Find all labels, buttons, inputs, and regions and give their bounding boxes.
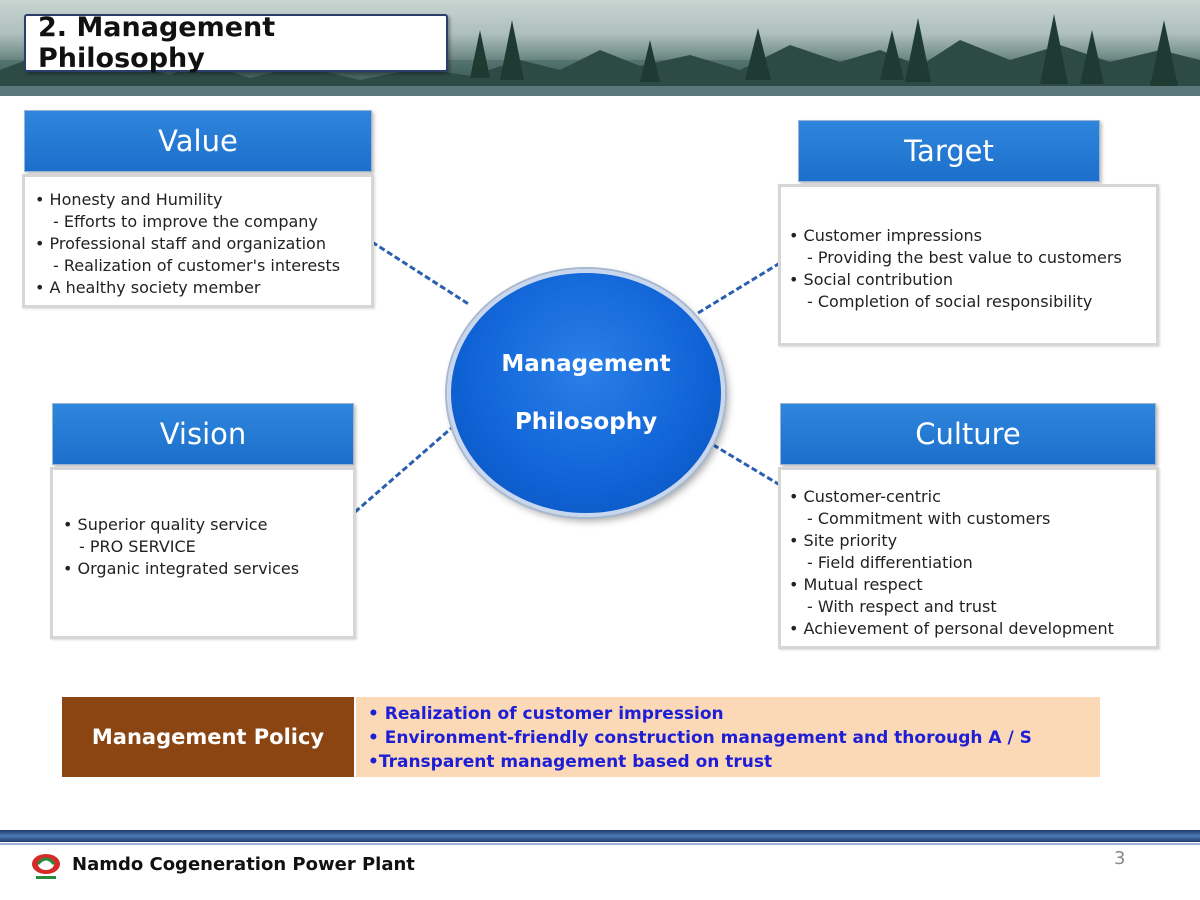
target-header: Target — [798, 120, 1100, 182]
culture-line: Site priority — [789, 530, 1156, 552]
management-policy-box: • Realization of customer impression • E… — [356, 697, 1100, 777]
footer-divider — [0, 843, 1200, 845]
company-logo-icon — [32, 854, 60, 879]
policy-item: • Environment-friendly construction mana… — [368, 728, 1032, 748]
target-line: Customer impressions — [789, 225, 1156, 247]
connector-value — [371, 240, 471, 307]
vision-box: Superior quality service - PRO SERVICE O… — [50, 467, 356, 639]
target-line: - Completion of social responsibility — [807, 292, 1093, 311]
page-title: 2. Management Philosophy — [38, 12, 276, 74]
page-number: 3 — [1114, 848, 1126, 869]
value-line: - Realization of customer's interests — [53, 256, 341, 275]
culture-box: Customer-centric - Commitment with custo… — [778, 467, 1159, 649]
culture-line: Customer-centric — [789, 486, 1156, 508]
culture-header: Culture — [780, 403, 1156, 465]
target-line: Social contribution — [789, 269, 1156, 291]
vision-line: Organic integrated services — [63, 558, 353, 580]
culture-line: - Field differentiation — [807, 553, 973, 572]
policy-item: • Realization of customer impression — [368, 704, 724, 724]
title-box: 2. Management Philosophy — [24, 12, 448, 74]
value-line: Honesty and Humility — [35, 189, 371, 211]
management-policy-label-text: Management Policy — [91, 725, 325, 749]
connector-culture — [704, 438, 781, 487]
header-banner: 2. Management Philosophy — [0, 0, 1200, 96]
culture-line: - With respect and trust — [807, 597, 997, 616]
landscape-image — [0, 14, 1200, 96]
vision-header-label: Vision — [159, 417, 247, 451]
value-header-label: Value — [158, 124, 238, 158]
value-line: A healthy society member — [35, 277, 371, 299]
center-label-line2: Philosophy — [514, 409, 658, 435]
policy-item: •Transparent management based on trust — [368, 752, 773, 772]
culture-line: Mutual respect — [789, 574, 1156, 596]
culture-line: - Commitment with customers — [807, 509, 1051, 528]
company-name: Namdo Cogeneration Power Plant — [72, 854, 415, 875]
target-line: - Providing the best value to customers — [807, 248, 1122, 267]
connector-vision — [354, 416, 464, 514]
value-header: Value — [24, 110, 372, 172]
connector-target — [697, 261, 781, 315]
value-line: - Efforts to improve the company — [53, 212, 318, 231]
target-header-label: Target — [904, 134, 994, 168]
vision-header: Vision — [52, 403, 354, 465]
management-policy-label: Management Policy — [62, 697, 354, 777]
center-label-line1: Management — [501, 351, 671, 377]
footer-bar — [0, 830, 1200, 842]
culture-header-label: Culture — [915, 417, 1021, 451]
target-box: Customer impressions - Providing the bes… — [778, 184, 1159, 346]
value-box: Honesty and Humility - Efforts to improv… — [22, 174, 374, 308]
value-line: Professional staff and organization — [35, 233, 371, 255]
vision-line: Superior quality service — [63, 514, 353, 536]
vision-line: - PRO SERVICE — [79, 537, 196, 556]
culture-line: Achievement of personal development — [789, 618, 1156, 640]
management-philosophy-circle: Management Philosophy — [447, 269, 725, 517]
